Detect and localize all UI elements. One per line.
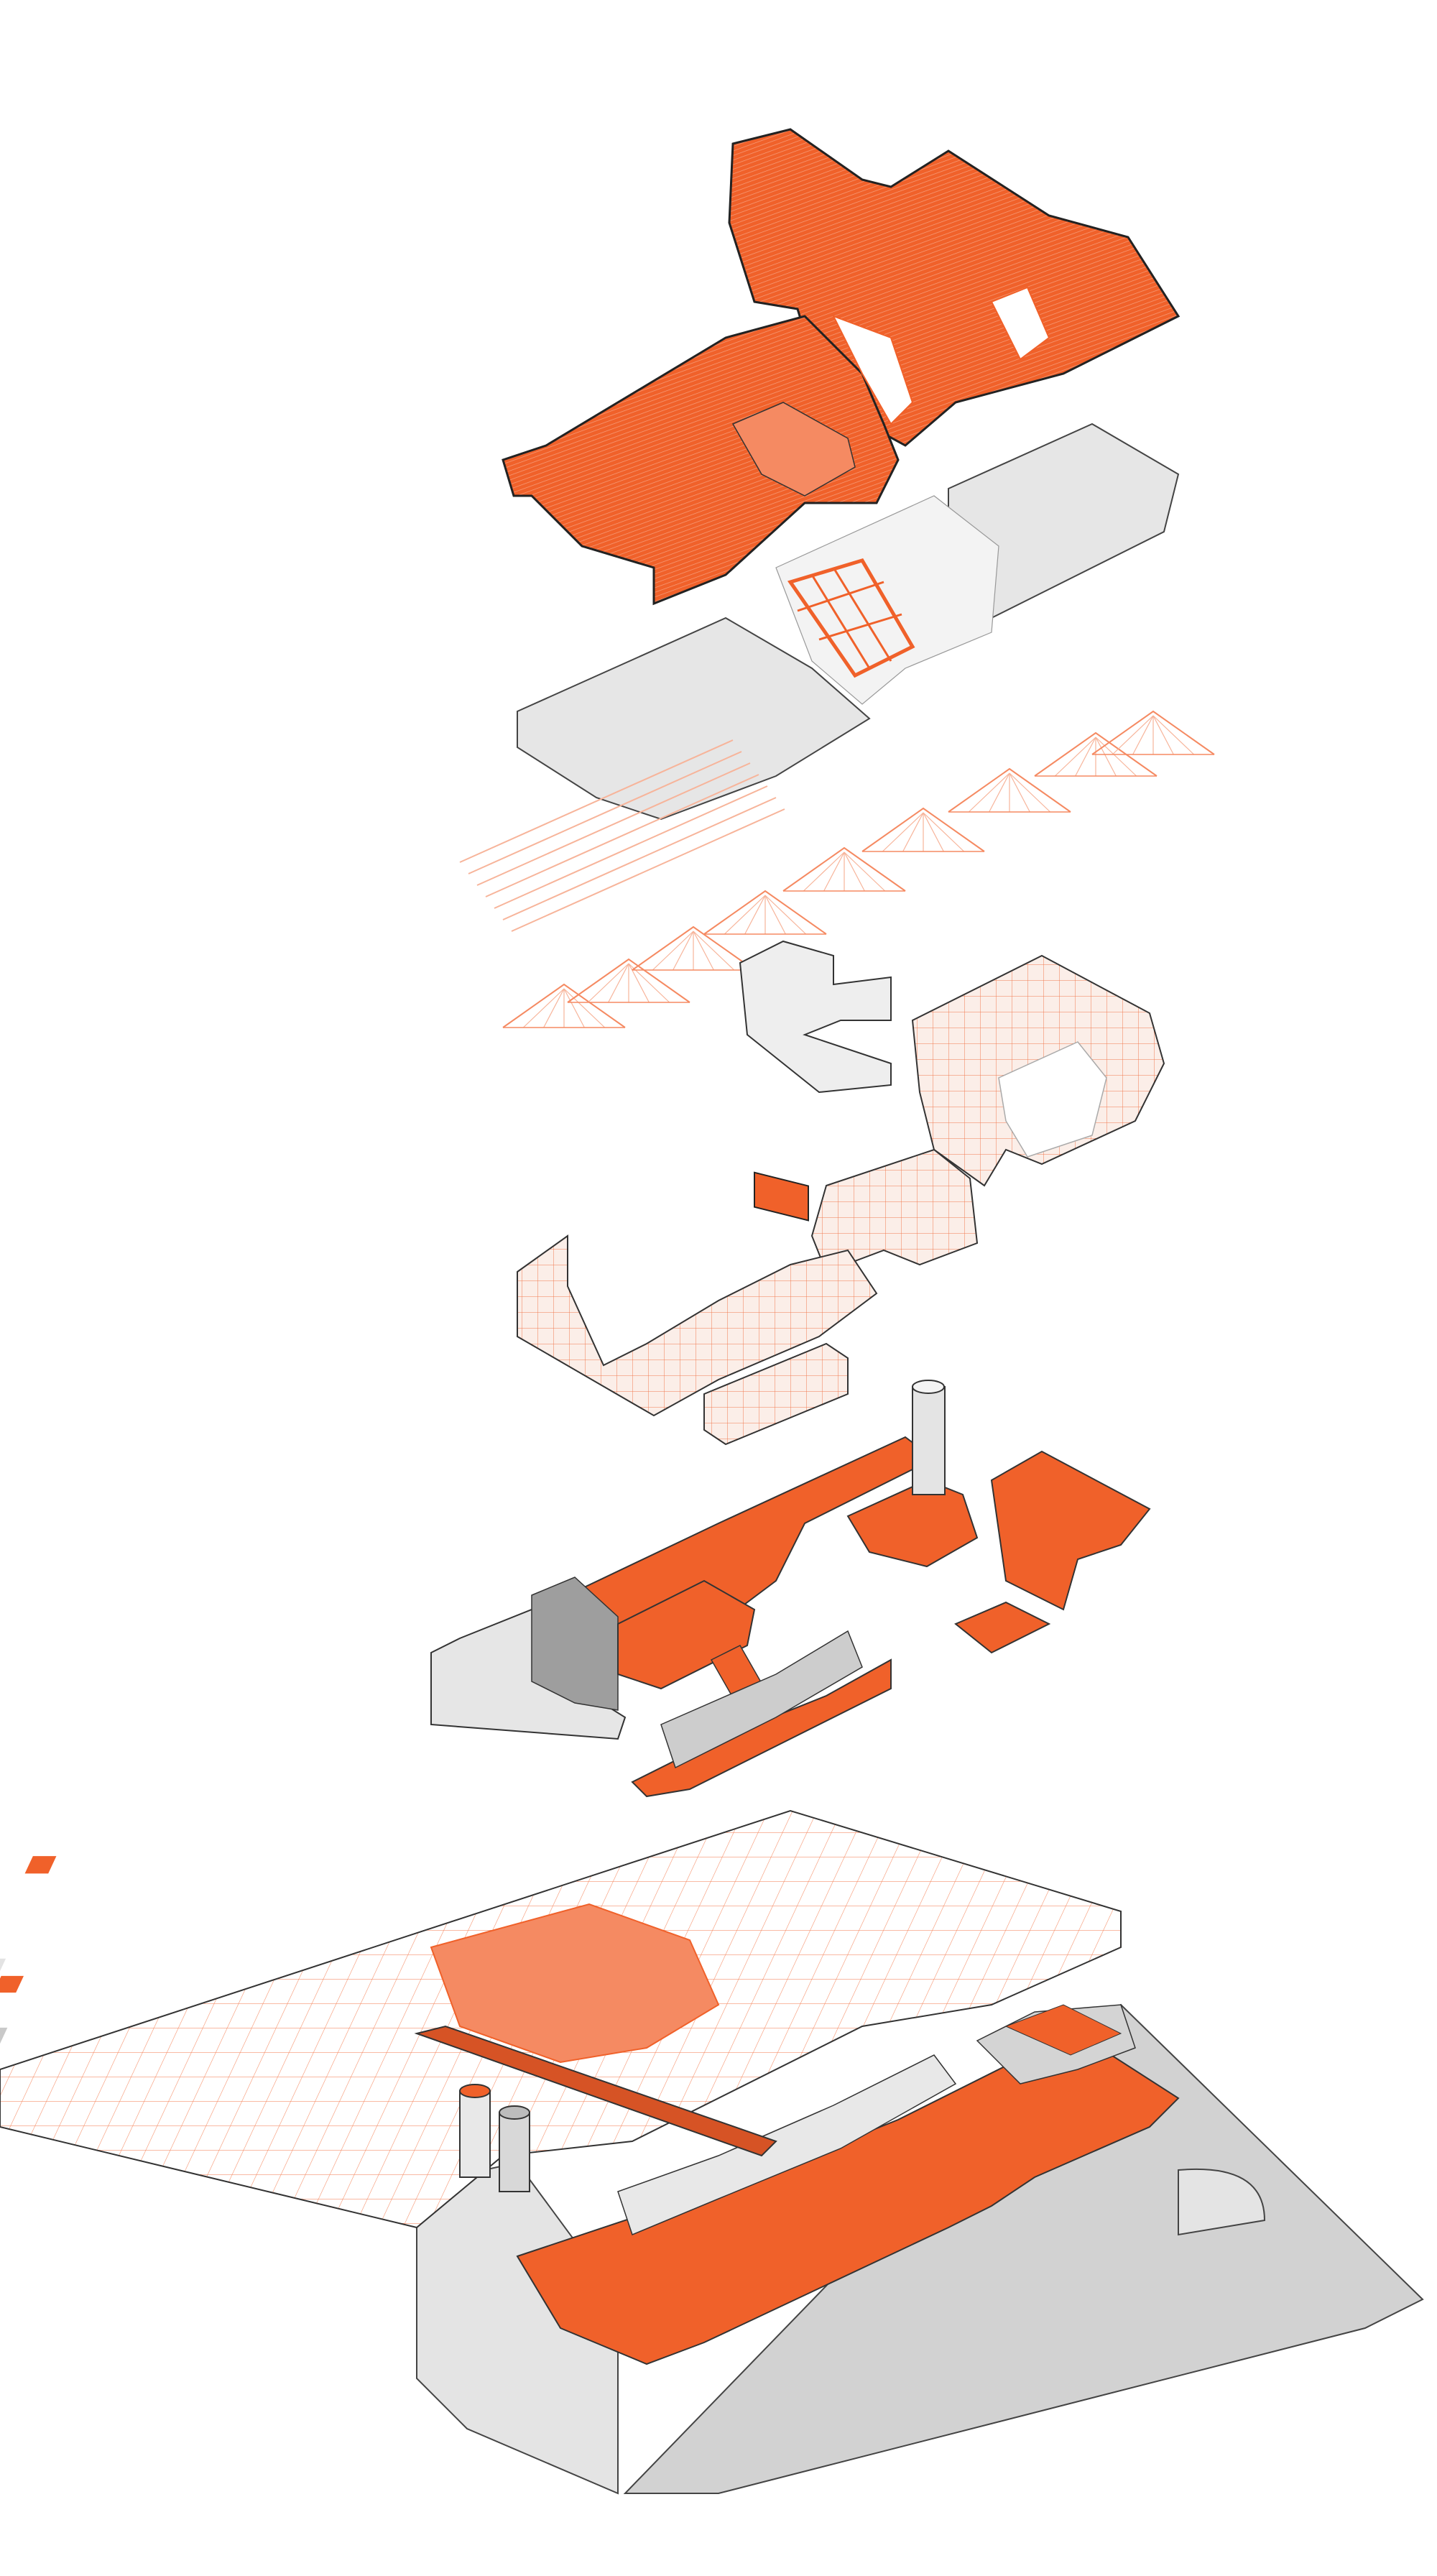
gallery-bridge [703, 1342, 849, 1446]
storage-tank-top [459, 2084, 491, 2098]
storage-tank-top [499, 2105, 530, 2120]
diagonal-ramp [414, 2025, 777, 2157]
lounge-furniture-zone [1004, 2004, 1122, 2056]
ceiling-skylight-frame [787, 558, 915, 678]
upper-annex-walls [739, 940, 892, 1094]
amphitheatre-seating [430, 1903, 720, 2064]
roof-tile [0, 1957, 7, 1980]
mezzanine-partitions [660, 1630, 863, 1769]
roof-lantern [731, 402, 856, 497]
silo-tower [912, 1386, 946, 1495]
skylight-mullion [832, 567, 892, 662]
skylight-transom [818, 613, 902, 641]
west-facade-walls [517, 1234, 878, 1417]
roof-truss [948, 767, 1071, 813]
roof-light-well [990, 286, 1050, 361]
roof-tile [24, 1855, 57, 1875]
floor-plate-east [990, 1450, 1151, 1611]
upper-floor-wall-dark [531, 1576, 619, 1711]
roof-truss [567, 958, 690, 1003]
plinth-curve [1178, 2168, 1266, 2236]
ceiling-slab-west [517, 617, 871, 821]
roofscape-tiles [0, 1855, 57, 2049]
upper-annex-red-box [754, 1171, 809, 1222]
purlin-line [511, 808, 785, 932]
purlin-line [502, 797, 777, 920]
roof-tile [0, 2026, 9, 2049]
skylight-transom [797, 581, 884, 612]
silo-tower-top [912, 1380, 945, 1394]
roof-truss [1091, 710, 1215, 755]
skylight-mullion [810, 574, 871, 669]
roof-truss [1034, 731, 1158, 777]
roof-truss [782, 846, 906, 892]
roof-main-hall [502, 315, 900, 606]
purlin-line [459, 739, 734, 863]
ground-layer [0, 1809, 1424, 2495]
truss-layer [459, 710, 1215, 1028]
roof-truss [502, 983, 626, 1028]
purlin-line [468, 751, 742, 874]
mid-corridor-walls [810, 1148, 979, 1273]
purlin-line [476, 762, 751, 886]
mezzanine-layer [631, 1630, 892, 1798]
storage-tank [459, 2090, 491, 2178]
upper-floor-layer [430, 1380, 1151, 1740]
ceiling-slab-center [775, 495, 999, 705]
roof-tile [0, 1975, 25, 1994]
purlin-line [494, 785, 768, 909]
upper-hall-inner-void [998, 1041, 1107, 1158]
purlin-line [485, 774, 759, 897]
upper-walls-layer [517, 940, 1165, 1446]
storage-tank [499, 2112, 530, 2192]
roof-truss [861, 807, 985, 852]
roof-truss [703, 890, 827, 935]
ceiling-layer [517, 423, 1180, 821]
roof-layer [502, 128, 1180, 606]
roof-skylight-cutout [831, 315, 914, 425]
floor-plate-east-tail [954, 1601, 1051, 1654]
roof-truss [632, 925, 755, 971]
upper-floor-link-red [617, 1579, 756, 1690]
